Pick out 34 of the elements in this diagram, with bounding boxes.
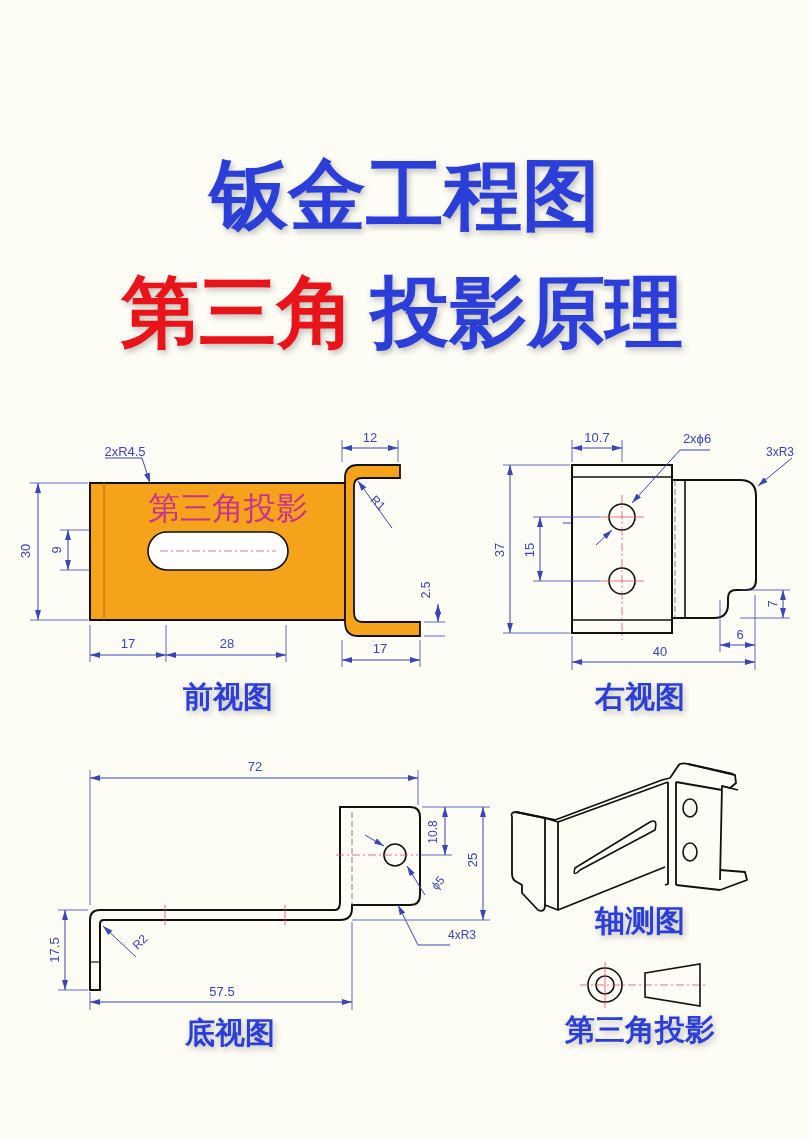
dimension-text: 37 <box>492 542 506 558</box>
symbol-caption: 第三角投影 <box>565 1015 715 1045</box>
dimension-text: 72 <box>247 759 263 773</box>
dimension-text: 4xR3 <box>448 929 476 941</box>
title: 钣金工程图 <box>210 156 600 234</box>
dimension-text: 6 <box>736 627 744 641</box>
dimension-text: R1 <box>368 493 388 513</box>
view-caption: 右视图 <box>595 682 685 712</box>
title: 第三角 <box>121 273 355 351</box>
dimension-text: 30 <box>18 543 32 559</box>
dimension-text: 9 <box>49 546 63 554</box>
dimension-text: 40 <box>652 644 668 658</box>
dimension-text: 10.8 <box>427 820 439 844</box>
dimension-text: 28 <box>219 636 235 650</box>
view-caption: 轴测图 <box>595 906 685 936</box>
dimension-text: 2.5 <box>420 581 432 599</box>
title: 投影原理 <box>371 273 683 351</box>
dimension-text: R2 <box>130 932 150 952</box>
dimension-text: 2xR4.5 <box>104 444 146 458</box>
dimension-text: 57.5 <box>209 984 235 998</box>
dimension-text: 3xR3 <box>766 446 794 458</box>
dimension-text: 17 <box>120 636 136 650</box>
dimension-text: 25 <box>465 852 479 868</box>
overlay-text: 第三角投影 <box>148 492 308 524</box>
dimension-text: 17 <box>372 641 388 655</box>
dimension-text: 15 <box>522 542 536 558</box>
dimension-text: 2xϕ6 <box>682 431 712 445</box>
dimension-text: ϕ5 <box>429 874 447 892</box>
dimension-text: 10.7 <box>584 430 610 444</box>
view-caption: 底视图 <box>185 1018 275 1048</box>
dimension-text: 17.5 <box>47 937 61 963</box>
view-caption: 前视图 <box>183 682 273 712</box>
dimension-text: 12 <box>362 430 378 444</box>
dimension-text: 7 <box>765 600 779 608</box>
